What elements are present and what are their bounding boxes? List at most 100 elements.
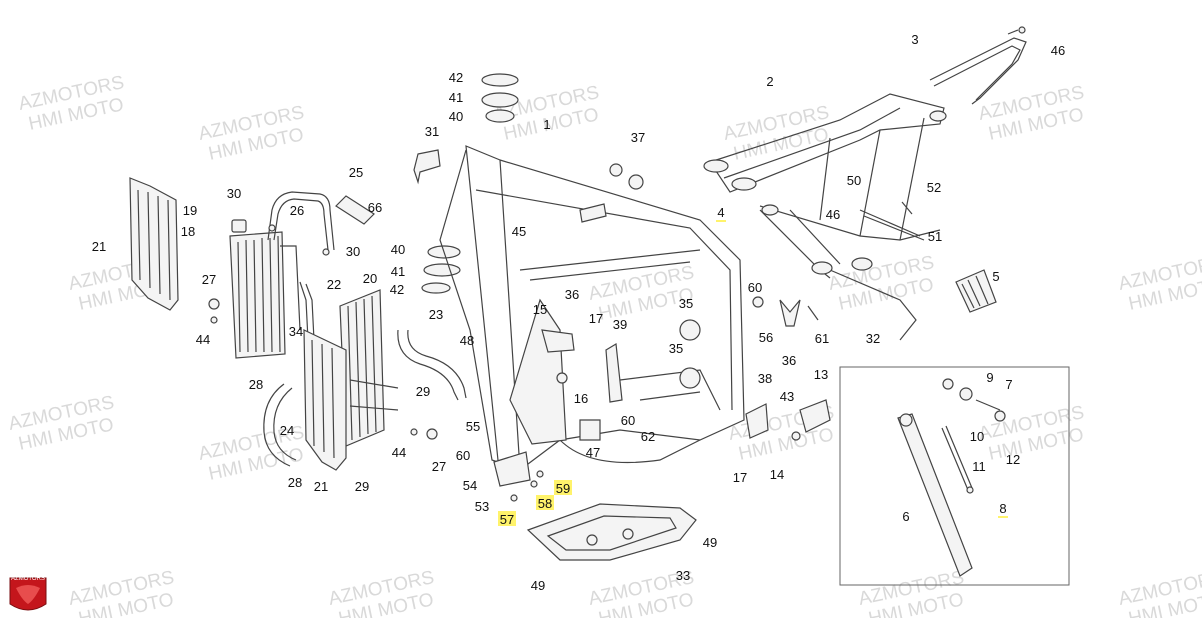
callout-56: 56 xyxy=(759,330,773,345)
callout-number: 52 xyxy=(927,180,941,195)
bracket-50-51-52 xyxy=(859,201,925,241)
callout-28: 28 xyxy=(249,377,263,392)
callout-44: 44 xyxy=(392,445,406,460)
callout-10: 10 xyxy=(970,429,984,444)
callout-number: 55 xyxy=(466,419,480,434)
callout-number: 7 xyxy=(1005,377,1012,392)
callout-43: 43 xyxy=(780,389,794,404)
callout-60: 60 xyxy=(456,448,470,463)
callout-number: 20 xyxy=(363,271,377,286)
callout-8: 8 xyxy=(998,501,1008,518)
rear-lower-frame xyxy=(759,204,917,341)
callout-number: 23 xyxy=(429,307,443,322)
callout-number: 9 xyxy=(986,370,993,385)
callout-51: 51 xyxy=(928,229,942,244)
callout-number: 60 xyxy=(456,448,470,463)
callout-number: 56 xyxy=(759,330,773,345)
callout-1: 1 xyxy=(543,117,550,132)
callout-number: 57 xyxy=(500,512,514,527)
callout-number: 46 xyxy=(1051,43,1065,58)
callout-number: 41 xyxy=(391,264,405,279)
callout-number: 19 xyxy=(183,203,197,218)
callout-number: 6 xyxy=(902,509,909,524)
callout-number: 12 xyxy=(1006,452,1020,467)
callout-number: 30 xyxy=(227,186,241,201)
callout-number: 11 xyxy=(972,459,986,474)
callout-27: 27 xyxy=(202,272,216,287)
callout-number: 50 xyxy=(847,173,861,188)
callout-53: 53 xyxy=(475,499,489,514)
callout-6: 6 xyxy=(902,509,909,524)
callout-29: 29 xyxy=(416,384,430,399)
callout-number: 49 xyxy=(531,578,545,593)
callout-number: 14 xyxy=(770,467,784,482)
callout-48: 48 xyxy=(460,333,474,348)
callout-number: 51 xyxy=(928,229,942,244)
callout-number: 28 xyxy=(288,475,302,490)
callout-41: 41 xyxy=(449,90,463,105)
callout-40: 40 xyxy=(391,242,405,257)
callout-47: 47 xyxy=(586,445,600,460)
callout-number: 10 xyxy=(970,429,984,444)
callout-number: 4 xyxy=(717,205,724,220)
callout-58: 58 xyxy=(536,495,554,511)
callout-22: 22 xyxy=(327,277,341,292)
callout-11: 11 xyxy=(972,459,986,474)
callout-15: 15 xyxy=(533,302,547,317)
callout-60: 60 xyxy=(748,280,762,295)
callout-number: 28 xyxy=(249,377,263,392)
callout-50: 50 xyxy=(847,173,861,188)
radiator-shroud-right xyxy=(303,329,347,471)
callout-number: 35 xyxy=(679,296,693,311)
radiator-hoses-lower xyxy=(263,329,467,467)
skid-plate-bracket xyxy=(493,451,544,502)
rear-subframe xyxy=(703,93,947,241)
callout-36: 36 xyxy=(782,353,796,368)
callout-number: 38 xyxy=(758,371,772,386)
callout-number: 34 xyxy=(289,324,303,339)
callout-number: 32 xyxy=(866,331,880,346)
callout-52: 52 xyxy=(927,180,941,195)
callout-44: 44 xyxy=(196,332,210,347)
callout-13: 13 xyxy=(814,367,828,382)
callout-number: 42 xyxy=(449,70,463,85)
callout-30: 30 xyxy=(227,186,241,201)
callout-27: 27 xyxy=(432,459,446,474)
callout-highlight xyxy=(498,511,516,526)
callout-number: 2 xyxy=(766,74,773,89)
callout-39: 39 xyxy=(613,317,627,332)
callout-number: 44 xyxy=(196,332,210,347)
callout-number: 47 xyxy=(586,445,600,460)
callout-2: 2 xyxy=(766,74,773,89)
callout-number: 53 xyxy=(475,499,489,514)
callout-42: 42 xyxy=(449,70,463,85)
callout-18: 18 xyxy=(181,224,195,239)
callout-66: 66 xyxy=(368,200,382,215)
callout-number: 40 xyxy=(391,242,405,257)
callout-41: 41 xyxy=(391,264,405,279)
callout-number: 26 xyxy=(290,203,304,218)
callout-number: 54 xyxy=(463,478,477,493)
callout-9: 9 xyxy=(986,370,993,385)
callout-number: 36 xyxy=(565,287,579,302)
callout-number: 37 xyxy=(631,130,645,145)
side-stand-inset xyxy=(839,366,1070,586)
callout-23: 23 xyxy=(429,307,443,322)
callout-number: 42 xyxy=(390,282,404,297)
callout-number: 29 xyxy=(416,384,430,399)
callout-16: 16 xyxy=(574,391,588,406)
callout-number: 35 xyxy=(669,341,683,356)
callout-26: 26 xyxy=(290,203,304,218)
callout-highlight xyxy=(536,495,554,510)
callout-number: 24 xyxy=(280,423,294,438)
callout-number: 60 xyxy=(621,413,635,428)
rear-brake-pedal xyxy=(745,399,831,441)
callout-3: 3 xyxy=(911,32,918,47)
radiator-shroud-left xyxy=(129,177,179,311)
grab-handle xyxy=(929,37,1027,105)
callout-42: 42 xyxy=(390,282,404,297)
callout-32: 32 xyxy=(866,331,880,346)
callout-number: 17 xyxy=(589,311,603,326)
callout-59: 59 xyxy=(554,480,572,496)
